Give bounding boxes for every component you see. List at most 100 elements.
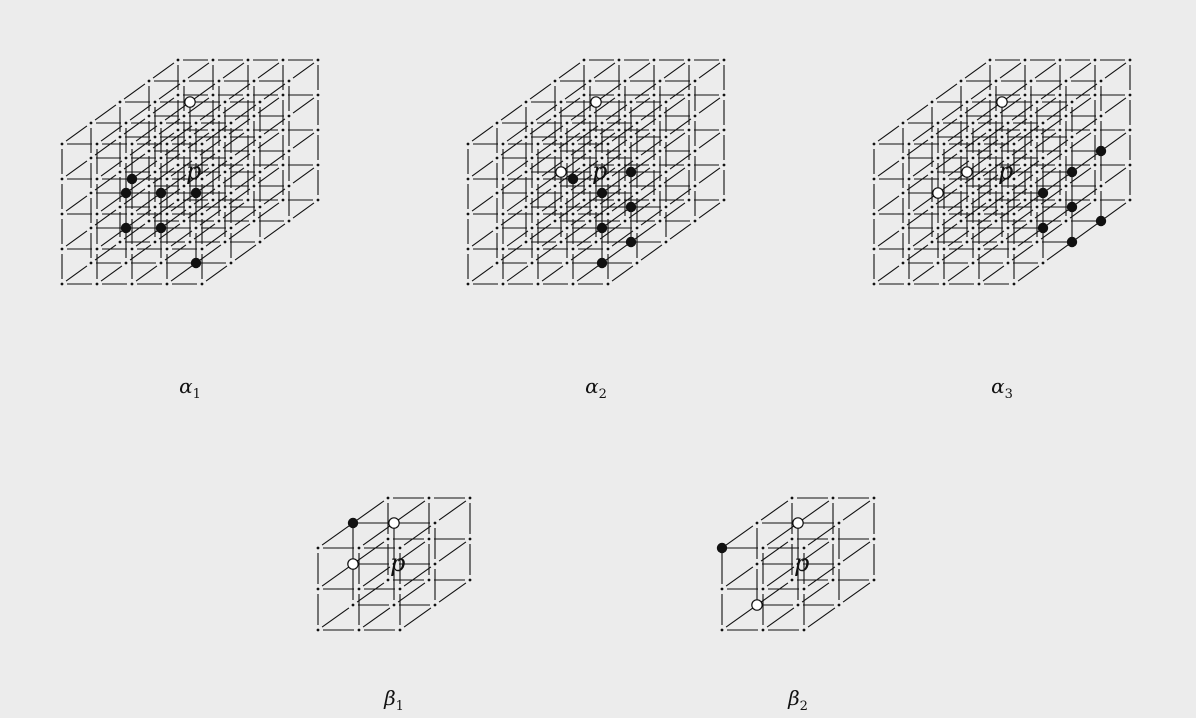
lattice-node [931, 136, 934, 139]
lattice-node [572, 248, 575, 251]
lattice-node [218, 150, 221, 153]
lattice-edge-z [293, 133, 314, 148]
lattice-node [247, 164, 250, 167]
lattice-node [1007, 122, 1010, 125]
lattice-edge-z [130, 105, 151, 120]
lattice-edge-z [942, 245, 963, 260]
lattice-node [995, 80, 998, 83]
lattice-edge-z [1035, 203, 1056, 218]
lattice-node [531, 227, 534, 230]
lattice-edge-z [206, 196, 227, 211]
lattice-node [160, 262, 163, 265]
lattice-edge-z [439, 583, 466, 602]
lattice-node [554, 80, 557, 83]
lattice-node [960, 220, 963, 223]
lattice-node [253, 115, 256, 118]
lattice-node [502, 283, 505, 286]
lattice-node [502, 143, 505, 146]
lattice-node [230, 192, 233, 195]
lattice-node [607, 143, 610, 146]
lattice-node [902, 192, 905, 195]
lattice-edge-z [577, 231, 598, 246]
lattice-node [931, 206, 934, 209]
lattice-node [1059, 164, 1062, 167]
lattice-edge-z [130, 210, 151, 225]
lattice-edge-z [670, 119, 691, 134]
lattice-node [434, 563, 437, 566]
lattice-edge-z [942, 140, 963, 155]
filled-node-marker [717, 543, 727, 553]
lattice-node [224, 206, 227, 209]
lattice-edge-z [171, 231, 192, 246]
lattice-edge-z [66, 196, 87, 211]
lattice-edge-z [907, 175, 928, 190]
lattice-node [183, 80, 186, 83]
lattice-alpha2: p [467, 59, 726, 286]
lattice-edge-z [977, 140, 998, 155]
lattice-node [61, 213, 64, 216]
lattice-edge-z [559, 63, 580, 78]
lattice-edge-z [530, 119, 551, 134]
lattice-node [90, 157, 93, 160]
lattice-node [694, 150, 697, 153]
filled-node-marker [568, 174, 578, 184]
lattice-edge-z [229, 84, 250, 99]
lattice-node [467, 178, 470, 181]
lattice-node [589, 185, 592, 188]
lattice-edge-z [565, 189, 586, 204]
lattice-edge-z [264, 189, 285, 204]
lattice-edge-z [726, 526, 753, 545]
lattice-edge-z [165, 140, 186, 155]
lattice-node [762, 629, 765, 632]
lattice-node [595, 136, 598, 139]
lattice-node [61, 143, 64, 146]
lattice-node [317, 94, 320, 97]
center-point-label: p [794, 549, 809, 577]
lattice-edge-z [235, 105, 256, 120]
lattice-edge-z [726, 608, 753, 627]
lattice-node [583, 129, 586, 132]
lattice-node [995, 115, 998, 118]
lattice-node [665, 206, 668, 209]
lattice-edge-z [1012, 140, 1033, 155]
filled-node-marker [1096, 216, 1106, 226]
lattice-edge-z [264, 154, 285, 169]
filled-node-marker [597, 223, 607, 233]
lattice-edge-z [536, 175, 557, 190]
center-point-label: p [592, 157, 607, 185]
lattice-edge-z [66, 126, 87, 141]
lattice-edge-z [699, 168, 720, 183]
lattice-edge-z [1018, 196, 1039, 211]
lattice-edge-z [802, 501, 829, 520]
lattice-node [253, 80, 256, 83]
lattice-node [399, 629, 402, 632]
lattice-edge-z [1035, 168, 1056, 183]
lattice-node [1001, 136, 1004, 139]
lattice-node [212, 199, 215, 202]
lattice-node [873, 579, 876, 582]
lattice-node [189, 136, 192, 139]
lattice-node [531, 192, 534, 195]
lattice-edge-z [188, 63, 209, 78]
lattice-node [1024, 164, 1027, 167]
lattice-edge-z [66, 231, 87, 246]
lattice-edge-z [95, 175, 116, 190]
lattice-edge-z [983, 196, 1004, 211]
lattice-edge-z [635, 84, 656, 99]
lattice-edge-z [878, 161, 899, 176]
lattice-edge-z [641, 175, 662, 190]
lattice-node [931, 101, 934, 104]
lattice-node [428, 497, 431, 500]
lattice-node [607, 248, 610, 251]
lattice-edge-z [223, 63, 244, 78]
lattice-edge-z [1047, 105, 1068, 120]
lattice-node [688, 94, 691, 97]
lattice-edge-z [229, 189, 250, 204]
lattice-node [183, 115, 186, 118]
lattice-node [1042, 122, 1045, 125]
lattice-node [972, 262, 975, 265]
lattice-edge-z [472, 161, 493, 176]
caption-beta1: β1 [384, 686, 404, 714]
lattice-node [978, 248, 981, 251]
lattice-node [595, 206, 598, 209]
